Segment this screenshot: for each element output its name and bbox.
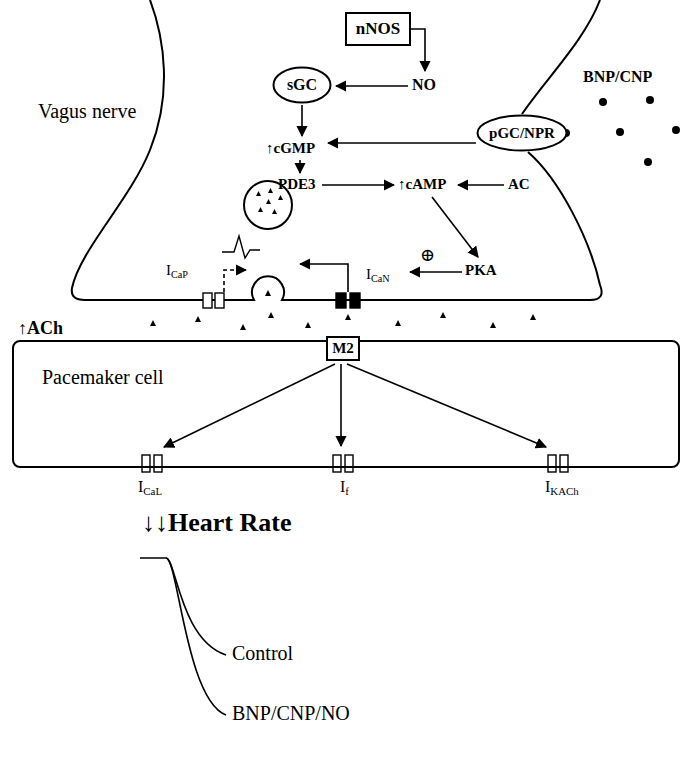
rate-traces <box>140 558 226 715</box>
nerve-terminal-outline <box>72 0 602 300</box>
enzyme-label: AC <box>508 176 530 193</box>
molecule-label: ↑cAMP <box>398 176 446 193</box>
plus-symbol: ⊕ <box>420 245 435 266</box>
node-text: M2 <box>332 340 354 357</box>
node-text: Pacemaker cell <box>42 366 164 389</box>
receptor-box: M2 <box>326 336 360 361</box>
current-label: ICaP <box>166 262 188 281</box>
node-text: pGC/NPR <box>489 125 555 142</box>
result-label: ↓↓Heart Rate <box>142 508 291 538</box>
ach-triangles <box>150 188 536 330</box>
channel-cap <box>203 293 224 308</box>
channel-can <box>336 293 360 308</box>
molecule-label: ↑cGMP <box>266 140 315 157</box>
enzyme-ellipse: sGC <box>272 66 332 104</box>
molecule-label: NO <box>412 76 436 94</box>
transmitter-label: ↑ACh <box>18 318 63 339</box>
enzyme-label: PKA <box>465 262 497 279</box>
current-label: ICaL <box>138 478 162 498</box>
peptide-label: BNP/CNP <box>583 68 652 86</box>
dashed-arrow <box>224 270 246 292</box>
pacemaker-cell: Pacemaker cell M2 <box>12 340 680 468</box>
node-text: nNOS <box>356 19 400 39</box>
receptor-ellipse: pGC/NPR <box>476 114 568 152</box>
node-text: sGC <box>287 76 317 94</box>
current-label: ICaN <box>366 266 390 285</box>
action-potential <box>222 236 260 258</box>
current-label: IKACh <box>545 478 579 498</box>
peptide-dots <box>562 96 680 166</box>
trace-label: BNP/CNP/NO <box>232 702 350 725</box>
trace-label: Control <box>232 642 293 665</box>
enzyme-label: PDE3 <box>278 176 316 193</box>
region-label: Vagus nerve <box>38 100 136 123</box>
m2-arrows <box>164 364 546 447</box>
enzyme-box: nNOS <box>345 12 411 46</box>
signal-arrows <box>300 29 504 292</box>
pacemaker-channels <box>142 455 568 472</box>
current-label: If <box>340 478 349 498</box>
